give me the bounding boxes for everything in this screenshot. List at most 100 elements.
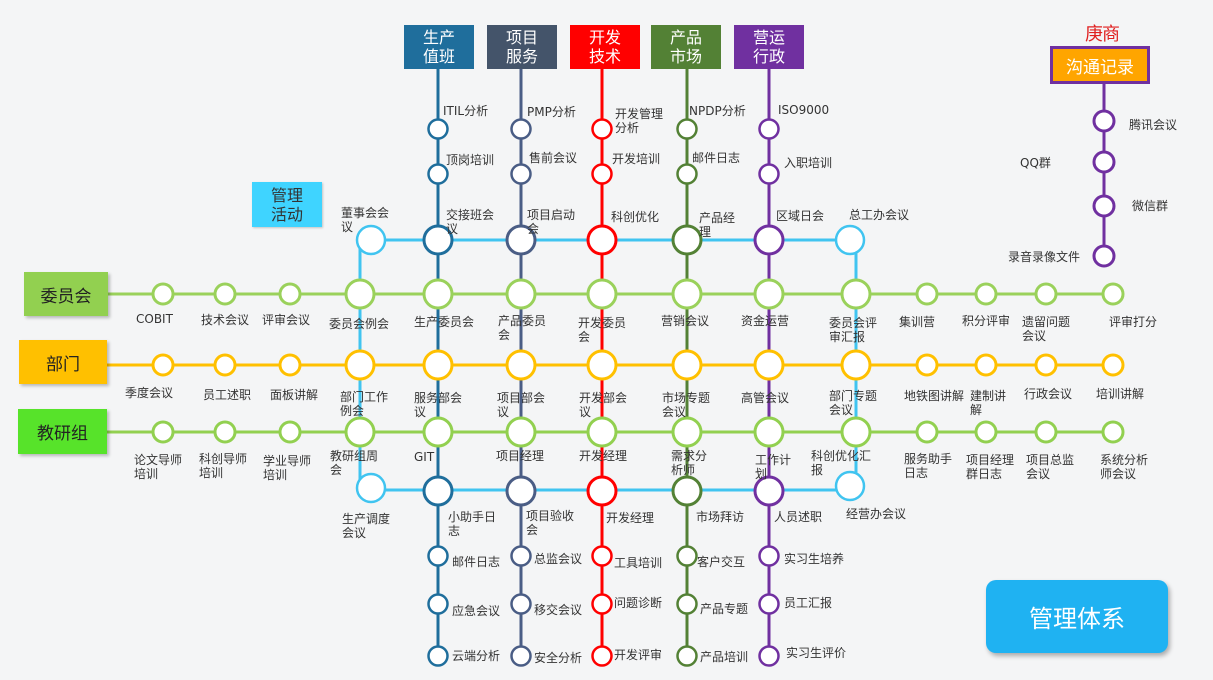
committee-station	[586, 278, 618, 310]
market-station	[676, 163, 698, 185]
comm-title: 沟通记录	[1050, 46, 1150, 84]
market-interchange	[671, 224, 703, 256]
market-bottom-label: 产品专题	[700, 602, 749, 616]
dept-label: 部门工作 例会	[340, 390, 389, 418]
system-button[interactable]: 管理体系	[986, 580, 1168, 653]
proj-top-label: 售前会议	[529, 151, 578, 165]
market-top-label: NPDP分析	[689, 104, 746, 118]
committee-station	[1034, 282, 1058, 306]
market-top-label: 邮件日志	[692, 151, 741, 165]
dev-station	[591, 545, 613, 567]
teach-label: 项目经理 群日志	[966, 453, 1015, 481]
dept-station	[151, 353, 175, 377]
teach-station	[586, 416, 618, 448]
dept-station	[344, 349, 376, 381]
proj-station	[510, 118, 532, 140]
comm-label: 微信群	[1132, 199, 1169, 213]
proj-station	[510, 593, 532, 615]
dev-bottom-label: 工具培训	[614, 556, 663, 570]
teach-label: 科创导师 培训	[199, 452, 248, 480]
prod-interchange	[422, 475, 454, 507]
side-label-committee: 委员会	[24, 272, 108, 316]
dept-station	[586, 349, 618, 381]
ops-top-label: 入职培训	[784, 156, 833, 170]
loop-label-top-right: 总工办会议	[849, 208, 910, 222]
dept-station	[422, 349, 454, 381]
dept-label: 服务部会 议	[414, 391, 463, 419]
dev-top-label: 科创优化	[611, 210, 660, 224]
prod-bottom-label: 邮件日志	[452, 555, 501, 569]
prod-bottom-label: 云端分析	[452, 649, 501, 663]
side-label-dept: 部门	[19, 340, 107, 384]
dept-station	[1101, 353, 1125, 377]
dept-label: 员工述职	[203, 388, 252, 402]
teach-label: 项目总监 会议	[1026, 453, 1075, 481]
dept-label: 市场专题 会议	[662, 391, 711, 419]
dept-label: 项目部会 议	[497, 391, 546, 419]
market-station	[676, 545, 698, 567]
committee-station	[422, 278, 454, 310]
teach-label: 教研组周 会	[330, 449, 379, 477]
market-interchange	[671, 475, 703, 507]
dept-label: 面板讲解	[270, 388, 319, 402]
comm-label: QQ群	[1020, 156, 1051, 170]
teach-label: 学业导师 培训	[263, 454, 312, 482]
header-market: 产品 市场	[651, 25, 721, 69]
comm-station	[1092, 194, 1116, 218]
teach-station	[344, 416, 376, 448]
ops-interchange	[753, 224, 785, 256]
loop-station	[834, 224, 866, 256]
teach-station	[505, 416, 537, 448]
dev-bottom-label: 开发评审	[614, 648, 663, 662]
committee-station	[344, 278, 376, 310]
ops-top-label: ISO9000	[778, 103, 830, 117]
market-station	[676, 118, 698, 140]
proj-interchange	[505, 475, 537, 507]
dev-station	[591, 118, 613, 140]
comm-station	[1092, 244, 1116, 268]
loop-station	[834, 470, 866, 502]
proj-top-label: 项目启动 会	[527, 208, 576, 236]
committee-station	[1101, 282, 1125, 306]
committee-label: COBIT	[136, 312, 173, 326]
teach-station	[671, 416, 703, 448]
loop-station	[355, 472, 387, 504]
prod-bottom-label: 小助手日 志	[448, 510, 497, 538]
dept-station	[753, 349, 785, 381]
ops-top-label: 区域日会	[776, 209, 825, 223]
header-proj: 项目 服务	[487, 25, 557, 69]
proj-bottom-label: 总监会议	[534, 552, 583, 566]
market-station	[676, 645, 698, 667]
teach-label: 需求分 析师	[671, 449, 708, 477]
dept-station	[278, 353, 302, 377]
dev-station	[591, 163, 613, 185]
proj-top-label: PMP分析	[527, 105, 576, 119]
loop-label-top-left: 董事会会 议	[341, 206, 390, 234]
prod-station	[427, 118, 449, 140]
header-dev: 开发 技术	[570, 25, 640, 69]
teach-station	[915, 420, 939, 444]
dept-station	[915, 353, 939, 377]
teach-label: 服务助手 日志	[904, 452, 953, 480]
ops-station	[758, 593, 780, 615]
proj-station	[510, 645, 532, 667]
committee-label: 评审会议	[262, 313, 311, 327]
dept-station	[1034, 353, 1058, 377]
dept-station	[213, 353, 237, 377]
dev-top-label: 开发管理 分析	[615, 107, 664, 135]
dept-label: 建制讲 解	[970, 389, 1007, 417]
committee-label: 遗留问题 会议	[1022, 315, 1071, 343]
proj-interchange	[505, 224, 537, 256]
committee-label: 积分评审	[962, 314, 1011, 328]
committee-station	[151, 282, 175, 306]
prod-station	[427, 593, 449, 615]
loop-station	[355, 224, 387, 256]
committee-label: 资金运营	[741, 314, 790, 328]
prod-station	[427, 545, 449, 567]
dept-label: 部门专题 会议	[829, 389, 878, 417]
teach-station	[278, 420, 302, 444]
comm-station	[1092, 150, 1116, 174]
header-prod: 生产 值班	[404, 25, 474, 69]
prod-station	[427, 163, 449, 185]
ops-bottom-label: 实习生培养	[784, 552, 845, 566]
